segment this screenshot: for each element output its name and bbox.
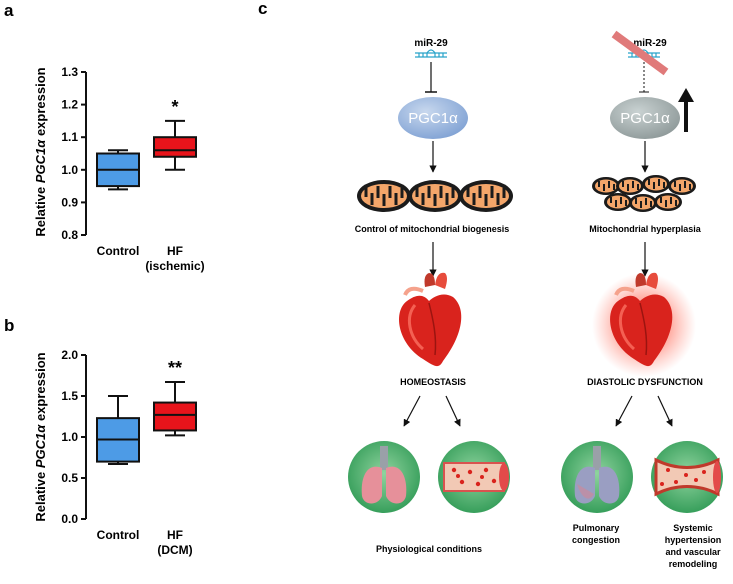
arrow-left-3a [403,395,421,427]
x-category-label: HF [167,528,183,542]
box-iqr [153,401,197,432]
state-label-right: DIASTOLIC DYSFUNCTION [587,377,703,387]
x-category-label: Control [97,244,140,258]
y-tick-label: 0.9 [61,195,78,209]
box-hf [153,381,197,437]
blood-vessel-icon-left [438,441,510,513]
y-axis-label-a: Relative PGC1α expression [33,67,48,236]
significance-marker-b: ** [168,358,182,378]
x-category-sublabel: (ischemic) [145,259,204,273]
state-label-left: HOMEOSTASIS [400,377,466,387]
box-control [96,149,140,191]
panel-letter-c: c [258,0,267,18]
x-category-label: Control [97,528,140,542]
outcome-lung-label-1: Pulmonary [573,523,620,533]
box-plot-b: Relative PGC1α expression 0.0 0.5 1.0 1.5 2.… [33,348,197,557]
y-tick-label: 1.2 [61,98,78,112]
strike-through-icon [611,30,669,76]
mitochondria-icon-left [357,180,513,212]
significance-marker-a: * [171,97,178,117]
pathway-diagram: miR-29 PGC1α [348,30,723,569]
outcome-vessel-label-2: hypertension [665,535,722,545]
y-tick-label: 1.3 [61,65,78,79]
outcome-vessel-label-3: and vascular [665,547,721,557]
outcome-lung-label-2: congestion [572,535,620,545]
pgc1a-label-left: PGC1α [408,110,458,127]
outcome-vessel-label-4: remodeling [669,559,718,569]
y-tick-label: 2.0 [61,348,78,362]
blood-vessel-icon-right [651,441,723,513]
pgc1a-node-left [398,97,468,139]
outcome-vessel-label-1: Systemic [673,523,713,533]
lungs-icon-left [348,441,420,513]
right-pathway: miR-29 PGC1α [561,30,723,569]
arrow-right-3a [615,395,633,427]
box-control [96,395,140,466]
y-tick-label: 1.1 [61,130,78,144]
panel-letter-b: b [4,316,14,335]
y-tick-label: 1.5 [61,389,78,403]
panel-letter-a: a [4,1,14,20]
mitochondria-cluster-icon-right [592,175,696,212]
mirna-label-left: miR-29 [414,38,448,49]
x-category-sublabel: (DCM) [157,543,192,557]
mito-label-right: Mitochondrial hyperplasia [589,224,702,234]
y-tick-label: 0.0 [61,512,78,526]
y-tick-label: 1.0 [61,430,78,444]
box-hf [153,119,197,171]
mito-label-left: Control of mitochondrial biogenesis [355,224,510,234]
arrow-left-3b [445,395,461,427]
mirna-label-right: miR-29 [633,38,667,49]
y-tick-label: 0.8 [61,228,78,242]
left-pathway: miR-29 PGC1α [348,38,513,554]
y-tick-label: 1.0 [61,163,78,177]
up-arrow-icon [678,88,694,132]
heart-icon-right [610,272,673,367]
heart-icon-left [399,272,462,367]
mirna-hairpin-icon [415,49,447,58]
lungs-icon-right [561,441,633,513]
y-axis-label-b: Relative PGC1α expression [33,352,48,521]
outcome-label-left: Physiological conditions [376,544,482,554]
y-tick-label: 0.5 [61,471,78,485]
box-iqr [153,136,197,158]
box-plot-a: Relative PGC1α expression 0.8 0.9 1.0 1.1 1.… [33,65,205,273]
pgc1a-node-right [610,97,680,139]
pgc1a-label-right: PGC1α [620,110,670,127]
x-category-label: HF [167,244,183,258]
arrow-right-3b [657,395,673,427]
